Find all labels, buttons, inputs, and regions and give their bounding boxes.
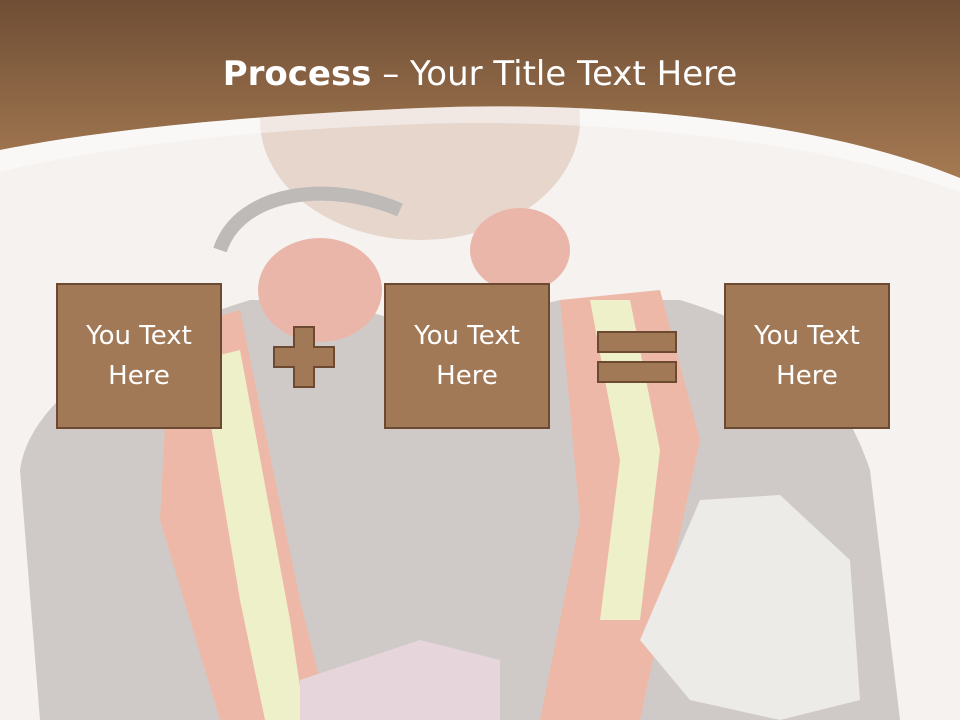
- process-box-2[interactable]: You Text Here: [384, 283, 550, 429]
- plus-icon: [273, 326, 335, 388]
- process-box-text: You Text Here: [86, 321, 192, 391]
- title-rest: – Your Title Text Here: [371, 54, 738, 94]
- process-box-1[interactable]: You Text Here: [56, 283, 222, 429]
- process-box-3[interactable]: You Text Here: [724, 283, 890, 429]
- process-box-text: You Text Here: [754, 321, 860, 391]
- slide-title: Process – Your Title Text Here: [0, 52, 960, 96]
- equals-icon: [597, 331, 677, 383]
- title-bold: Process: [222, 54, 372, 94]
- header-band: [0, 0, 960, 192]
- process-box-text: You Text Here: [414, 321, 520, 391]
